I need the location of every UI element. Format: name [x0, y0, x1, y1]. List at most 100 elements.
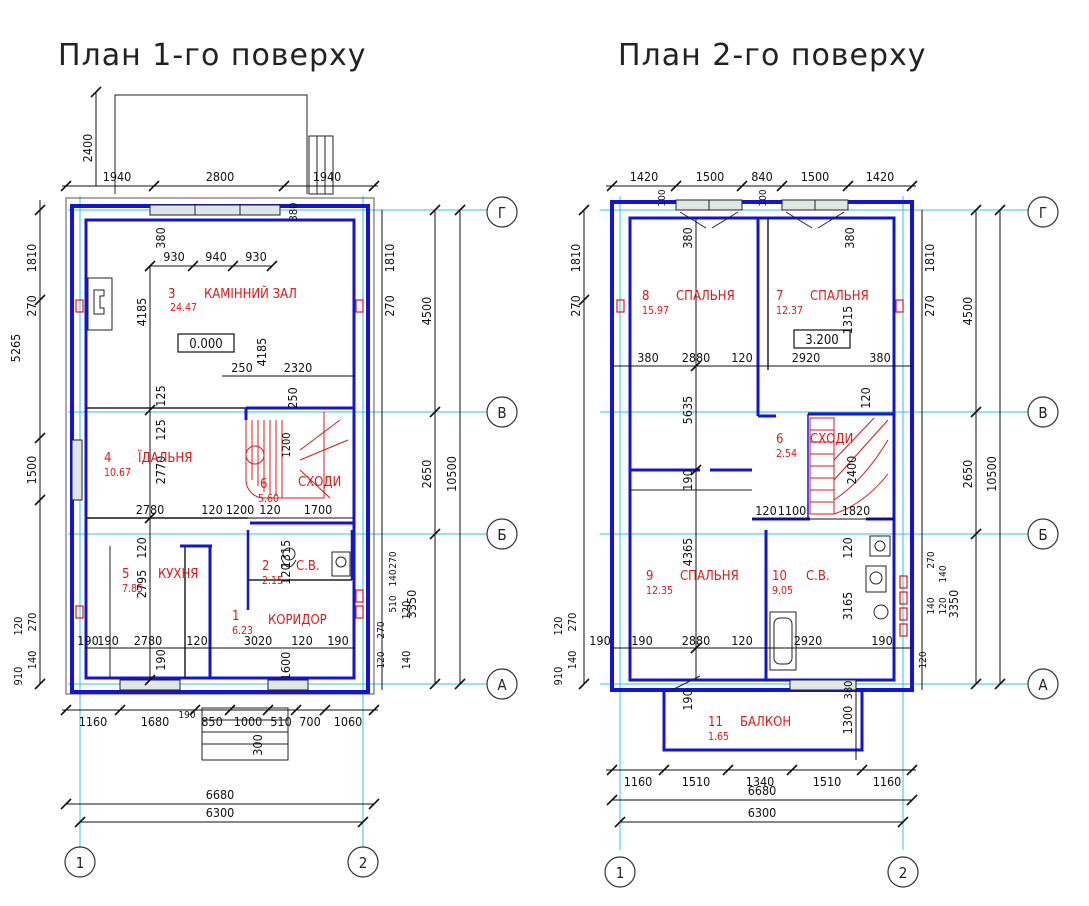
f2-dim-v-380c: 380 — [842, 681, 855, 700]
f2-dim-left-270b: 270 — [566, 613, 579, 632]
f1-dim-left-5265: 5265 — [8, 334, 23, 363]
floor-2-plan: 3.200 1420 150 — [552, 169, 1059, 888]
f1-dim-right-140: 140 — [400, 651, 413, 670]
f2-room-9-area: 12.35 — [646, 585, 673, 597]
f2-axis-b: Б — [1038, 526, 1047, 544]
floor-2-title: План 2-го поверху — [618, 38, 927, 73]
f2-dim-bot-1: 1160 — [624, 774, 653, 789]
f2-room-10-area: 9.05 — [772, 585, 793, 597]
f1-room-6-area: 5.60 — [258, 493, 279, 505]
f1-dim-v-4185b: 4185 — [254, 338, 269, 367]
f1-room-3-area: 24.47 — [170, 302, 197, 314]
f1-dim-left-120: 120 — [12, 617, 25, 636]
f1-dim-row-6: 120 — [291, 633, 312, 648]
f2-dim-row-1: 380 — [637, 350, 658, 365]
f1-dim-mid-2: 120 — [201, 502, 222, 517]
f2-dim-right-1810: 1810 — [922, 244, 937, 273]
f2-dim-top-2: 1500 — [696, 169, 725, 184]
f2-dim-overall-6300: 6300 — [748, 805, 777, 820]
f2-dim-bot-3: 1340 — [746, 774, 775, 789]
f2-room-11-num: 11 — [708, 715, 723, 730]
f2-room-11-name: БАЛКОН — [740, 715, 791, 730]
f2-dim-row-3: 120 — [731, 350, 752, 365]
f1-dim-v-300: 300 — [250, 734, 265, 755]
f1-room-6-name: СХОДИ — [298, 475, 341, 490]
f1-room-3-name: КАМІННИЙ ЗАЛ — [204, 286, 297, 302]
f1-dim-bot-6: 510 — [270, 714, 291, 729]
f1-dim-top-2: 2800 — [206, 169, 235, 184]
f1-dim-left-1500: 1500 — [24, 456, 39, 485]
f2-dim-right-270b: 270 — [926, 551, 937, 568]
f1-dim-v-380b: 380 — [287, 203, 300, 222]
floor-2-stair — [809, 417, 889, 515]
f2-dim-right-3350: 3350 — [946, 590, 961, 619]
f2-dim-row-4: 2920 — [792, 350, 821, 365]
f1-dim-v-125a: 125 — [153, 385, 168, 406]
f1-room-5-name: КУХНЯ — [158, 567, 198, 582]
f1-dim-right-290: 120 — [376, 651, 387, 668]
f2-dim-bot-2: 1510 — [682, 774, 711, 789]
floor-1-terrace-outline — [114, 94, 334, 195]
f2-room-11-area: 1.65 — [708, 731, 729, 743]
f2-axis-a: А — [1038, 676, 1048, 694]
floor-2-level-mark: 3.200 — [805, 333, 838, 348]
f1-room-1-area: 6.23 — [232, 625, 253, 637]
f2-axis-g: Г — [1039, 204, 1047, 222]
f2-room-8-area: 15.97 — [642, 305, 669, 317]
f1-dim-left-270b: 270 — [26, 613, 39, 632]
f1-dim-mid-1: 2780 — [136, 502, 165, 517]
floor-1-walls — [65, 197, 375, 695]
f2-dim-right-4500: 4500 — [960, 297, 975, 326]
f2-dim-left-270: 270 — [568, 295, 583, 316]
f1-dim-v-120a: 120 — [134, 537, 149, 558]
f2-dim-right-120b: 120 — [918, 651, 929, 668]
f1-dim-bot-4: 850 — [201, 714, 222, 729]
f2-dim-top-100b: 100 — [758, 189, 769, 206]
f1-dim-left-270: 270 — [24, 295, 39, 316]
floor-1-windows — [71, 204, 309, 691]
f2-dim-bot-5: 1160 — [873, 774, 902, 789]
f1-dim-v-250: 250 — [285, 387, 300, 408]
f2-dim-row2-4: 120 — [731, 633, 752, 648]
f1-axis-a: А — [497, 676, 507, 694]
f1-dim-v-190: 190 — [153, 649, 168, 670]
f1-dim-v-1600: 1600 — [278, 652, 293, 681]
f2-room-8-name: СПАЛЬНЯ — [676, 289, 735, 304]
f1-room-2-name: С.В. — [296, 559, 320, 574]
floor-2-level-box — [793, 329, 851, 349]
f2-room-9-num: 9 — [646, 569, 653, 584]
floor-1-wc-fixtures — [281, 547, 351, 577]
fireplace — [87, 277, 113, 331]
f2-dim-row2-2: 190 — [631, 633, 652, 648]
floor-1-title: План 1-го поверху — [58, 38, 367, 73]
f1-dim-right-270b: 270 — [388, 551, 399, 568]
f2-dim-left-1810: 1810 — [568, 244, 583, 273]
f1-dim-v-4185a: 4185 — [134, 298, 149, 327]
f2-dim-right-140b: 140 — [926, 597, 937, 614]
f1-dim-mid-3: 1200 — [226, 502, 255, 517]
f1-dim-row-4: 120 — [186, 633, 207, 648]
f1-axis-2: 2 — [359, 854, 368, 872]
f2-dim-v-4365: 4365 — [680, 538, 695, 567]
f2-dim-row-2: 2880 — [682, 350, 711, 365]
f1-room-4-name: ЇДАЛЬНЯ — [138, 450, 192, 466]
f1-dim-row-2: 190 — [97, 633, 118, 648]
f1-dim-bot-2: 1680 — [141, 714, 170, 729]
f1-dim-v-380a: 380 — [153, 227, 168, 248]
floor-2-dimension-lines — [583, 185, 1001, 823]
f2-dim-row2-6: 190 — [871, 633, 892, 648]
f2-dim-v-190b: 190 — [680, 689, 695, 710]
f2-dim-right-2650: 2650 — [960, 460, 975, 489]
f1-dim-bot-7: 700 — [299, 714, 320, 729]
f2-axis-1: 1 — [616, 864, 625, 882]
f2-dim-left-910: 910 — [552, 667, 565, 686]
f1-dim-right-270: 270 — [382, 295, 397, 316]
f1-dim-right-510: 510 — [388, 595, 399, 612]
floor-2-windows — [675, 199, 857, 691]
f2-dim-row-5: 380 — [869, 350, 890, 365]
f2-dim-mid-1: 120 — [755, 503, 776, 518]
floor-1-stair — [245, 412, 349, 499]
floor-1-entrance-steps — [201, 707, 289, 761]
f2-dim-row2-1: 190 — [589, 633, 610, 648]
floor-2-room-labels: 8 СПАЛЬНЯ 15.97 7 СПАЛЬНЯ 12.37 6 СХОДИ … — [642, 289, 869, 743]
